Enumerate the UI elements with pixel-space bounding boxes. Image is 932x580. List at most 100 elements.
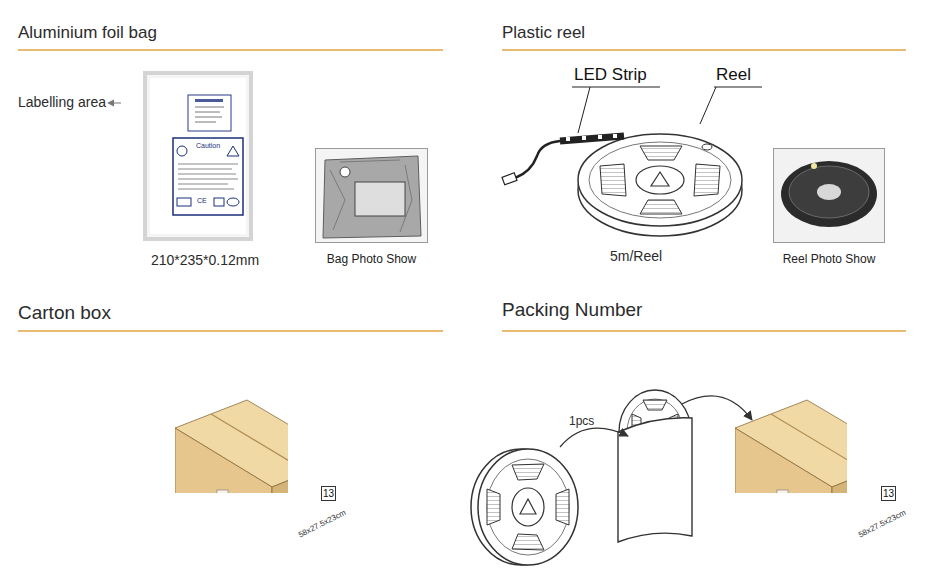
reel-flange — [478, 449, 578, 565]
reel-photo — [781, 161, 877, 227]
section-rule — [18, 49, 443, 51]
photo-frame: Reel Photo Show — [773, 148, 885, 243]
section-rule — [502, 330, 906, 332]
warning-icon — [227, 146, 239, 156]
lead-wire — [515, 141, 560, 178]
carton-side — [175, 428, 272, 493]
label-line — [195, 99, 223, 102]
packing-tape — [211, 414, 288, 473]
label-line — [195, 117, 222, 118]
pointer-line — [114, 103, 121, 104]
reel-hub-key — [520, 499, 536, 514]
callout-label: Labelling area — [18, 94, 106, 111]
reel-hub — [636, 166, 684, 194]
reel-rim — [487, 459, 569, 555]
leader-line — [572, 87, 660, 133]
carton-symbol — [777, 490, 788, 493]
reel-window — [694, 164, 720, 196]
dimension: 210*235*0.12mm — [151, 252, 259, 269]
label-line — [195, 107, 224, 108]
part-name: Reel — [716, 65, 751, 85]
carton-symbol — [217, 490, 228, 493]
reel-window — [643, 400, 667, 410]
section-heading: Plastic reel — [502, 23, 585, 43]
cert-icon — [214, 198, 224, 206]
label-line — [195, 112, 220, 113]
carton-end — [272, 458, 288, 493]
reel-photo-rim — [789, 166, 869, 218]
led-chip — [613, 134, 617, 138]
carton-number: 13 — [881, 486, 896, 501]
connector-plug — [502, 173, 517, 185]
reel-window — [556, 489, 569, 525]
photo-bg — [316, 149, 427, 242]
bag-photo-label — [355, 182, 405, 216]
caution-line — [178, 179, 238, 180]
flow-arrow — [682, 396, 752, 420]
caution-line — [178, 189, 234, 190]
caution-text: Caution — [196, 142, 220, 150]
section-heading: Packing Number — [502, 299, 642, 322]
quantity: 5m/Reel — [610, 248, 662, 265]
led-chip — [566, 137, 570, 141]
section-rule — [502, 49, 906, 51]
led-chip — [582, 136, 586, 140]
labelling-area — [188, 95, 231, 131]
foil-bag — [145, 73, 251, 239]
quantity: 1pcs — [569, 414, 594, 428]
section-heading: Aluminium foil bag — [18, 23, 157, 43]
esd-icon — [177, 146, 187, 156]
carton-outline — [735, 398, 847, 493]
carton-end — [832, 458, 847, 493]
reel-hub — [512, 488, 544, 526]
carton-box: 13 58x27.5x23cm — [175, 398, 347, 568]
bag-photo-logo — [340, 167, 350, 177]
label-line — [195, 122, 216, 123]
reel-rim — [589, 142, 731, 218]
caution-line — [178, 174, 236, 175]
pointer-head — [107, 100, 114, 107]
ce-mark: CE — [197, 197, 207, 205]
carton-dimension: 58x27.5x23cm — [857, 508, 907, 540]
cert-icon — [177, 198, 191, 206]
caution-line — [178, 169, 232, 170]
reel-flange — [578, 134, 742, 226]
carton-outline — [175, 398, 288, 493]
section-rule — [18, 330, 443, 332]
reel-window — [640, 200, 682, 214]
carton-number: 13 — [321, 486, 336, 501]
caution-line — [178, 164, 238, 165]
carton-dimension: 58x27.5x23cm — [297, 508, 347, 540]
caution-box — [173, 138, 243, 215]
flow-arrow — [560, 428, 628, 447]
part-name: LED Strip — [574, 65, 647, 85]
reel-window — [512, 534, 544, 550]
carton-box: 13 58x27.5x23cm — [735, 398, 907, 568]
packing-tape — [771, 414, 847, 473]
leader-line — [700, 87, 762, 124]
caution-line — [178, 184, 228, 185]
section-heading: Carton box — [18, 302, 111, 325]
reel-hub-key — [651, 172, 669, 186]
foil-bag-face — [150, 78, 246, 234]
reel-photo-led — [811, 163, 817, 169]
reel-hole — [702, 144, 712, 150]
reel-window — [512, 464, 544, 480]
cert-icon — [227, 198, 239, 206]
reel-window — [600, 164, 626, 196]
carton-side — [735, 428, 832, 493]
photo-caption: Bag Photo Show — [316, 252, 427, 266]
photo-bg — [774, 149, 884, 242]
bag-photo — [323, 156, 421, 238]
bag-crinkle — [330, 160, 412, 232]
led-chip — [598, 135, 602, 139]
reel-window — [640, 146, 682, 160]
photo-caption: Reel Photo Show — [774, 252, 884, 266]
foil-bag — [618, 418, 692, 542]
reel-photo-hub — [817, 184, 841, 200]
reel-window — [487, 489, 500, 525]
photo-frame: Bag Photo Show — [315, 148, 428, 243]
